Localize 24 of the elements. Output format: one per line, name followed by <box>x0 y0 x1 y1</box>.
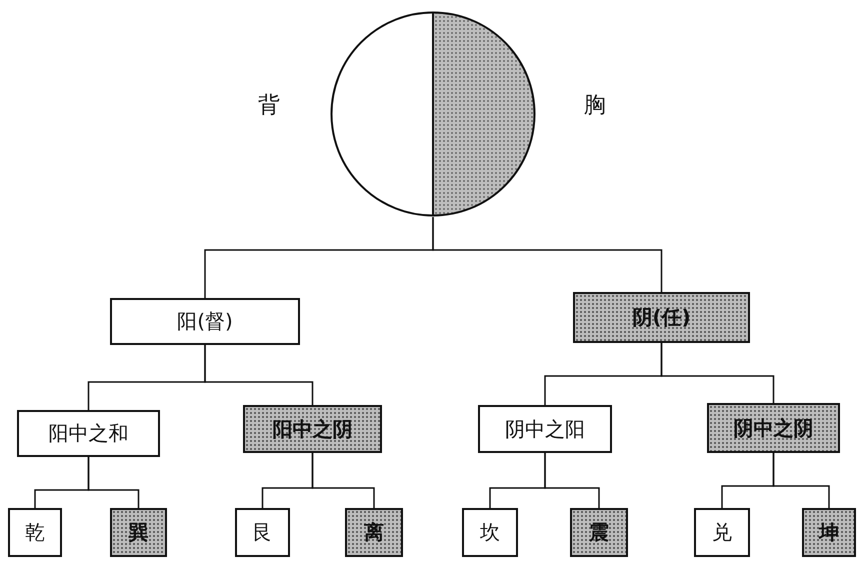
connector-line <box>88 457 140 508</box>
text-box: 乾 <box>8 508 62 557</box>
text-box: 阴中之阴 <box>707 403 840 453</box>
text-box: 阳中之和 <box>17 410 160 457</box>
connector-line <box>660 343 774 403</box>
text-box: 离 <box>345 508 403 557</box>
text-box: 兑 <box>694 508 750 557</box>
text-box: 阴(任) <box>573 292 750 343</box>
connector-line <box>432 217 662 292</box>
text-box: 巽 <box>110 508 167 557</box>
text-box: 艮 <box>235 508 290 557</box>
side-label: 背 <box>258 92 280 120</box>
connector-line <box>312 453 375 508</box>
text-box: 阳(督) <box>110 298 300 345</box>
side-label: 胸 <box>584 92 606 120</box>
connector-line <box>204 345 314 405</box>
text-box: 阴中之阳 <box>478 405 612 453</box>
text-box: 震 <box>570 508 628 557</box>
split-circle <box>330 11 536 217</box>
connector-line <box>544 453 600 508</box>
text-box: 坤 <box>802 508 856 557</box>
text-box: 坎 <box>462 508 518 557</box>
connector-line <box>772 453 830 508</box>
text-box: 阳中之阴 <box>243 405 382 453</box>
